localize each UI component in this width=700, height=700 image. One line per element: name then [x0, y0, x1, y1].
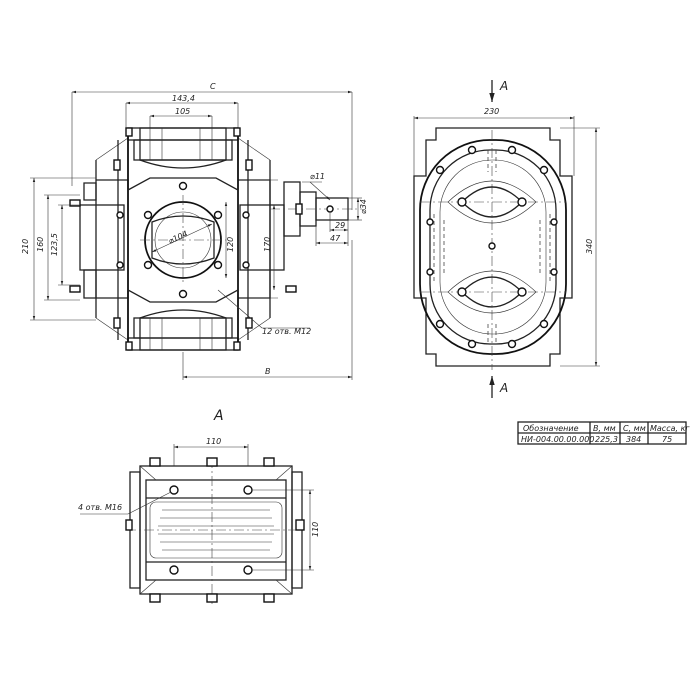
table-header-b: B, мм	[593, 424, 616, 433]
dim-105-label: 105	[175, 107, 190, 116]
dim-210-label: 210	[21, 239, 30, 254]
section-mark-bottom: A	[499, 381, 508, 395]
dim-phi34-label: ⌀34	[359, 199, 368, 214]
holes-m12-label: 12 отв. М12	[262, 327, 311, 336]
dim-123-label: 123,5	[50, 233, 59, 256]
dim-110-h-label: 110	[206, 437, 221, 446]
dim-phi11-label: ⌀11	[310, 172, 325, 181]
table-header-designation: Обозначение	[523, 424, 579, 433]
view-a-title: A	[213, 408, 224, 424]
table-cell-designation: НИ-004.00.00.000	[521, 435, 594, 444]
dim-b-label: B	[265, 367, 271, 376]
dim-phi104-label: ⌀104	[167, 229, 189, 246]
dim-170-label: 170	[263, 237, 272, 252]
front-view: C 143,4 105	[21, 82, 368, 380]
spec-table: Обозначение B, мм C, мм Масса, кг НИ-004…	[517, 421, 690, 445]
dim-47-label: 47	[330, 234, 341, 243]
dim-143-label: 143,4	[172, 94, 195, 103]
view-a: A 110 4 отв. М16	[78, 408, 320, 604]
table-header-mass: Масса, кг	[650, 424, 690, 433]
dim-120-label: 120	[226, 237, 235, 252]
holes-m16-label: 4 отв. М16	[78, 503, 122, 512]
side-view: A A 230 340	[413, 79, 600, 398]
table-cell-mass: 75	[662, 435, 672, 444]
dim-110-v-label: 110	[311, 522, 320, 537]
dim-230-label: 230	[484, 107, 499, 116]
table-cell-b: 225,3	[595, 435, 618, 444]
dim-c-label: C	[210, 82, 216, 91]
dim-340-label: 340	[585, 239, 594, 254]
table-cell-c: 384	[626, 435, 641, 444]
dim-29-label: 29	[335, 221, 345, 230]
section-mark-top: A	[499, 79, 508, 93]
table-header-c: C, мм	[623, 424, 646, 433]
dim-160-label: 160	[36, 237, 45, 252]
